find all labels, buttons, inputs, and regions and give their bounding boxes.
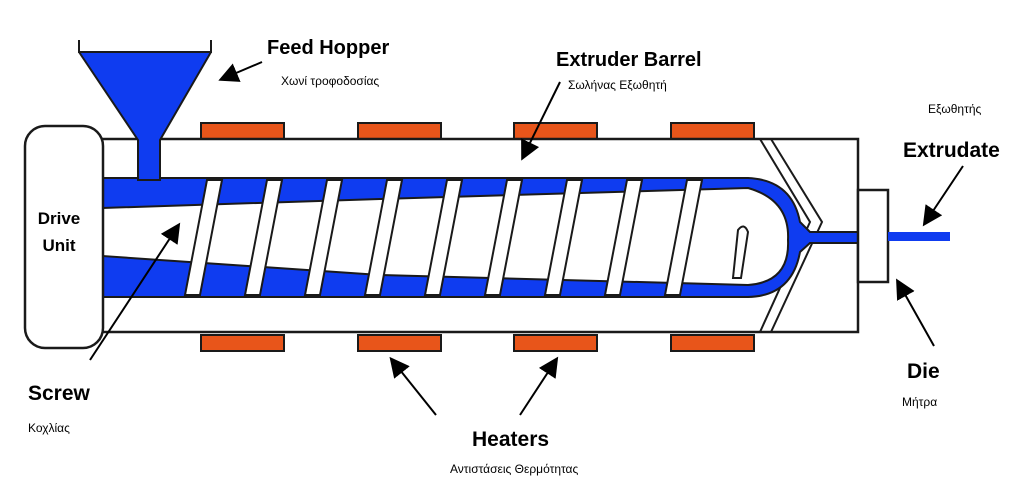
arrow-extruder-barrel — [521, 81, 561, 161]
die-block — [856, 188, 890, 284]
label-die-gr: Μήτρα — [902, 395, 937, 409]
drive-unit-label-1: Drive — [38, 209, 81, 228]
heater-top-4 — [670, 122, 755, 140]
heater-bottom-1 — [200, 334, 285, 352]
heater-bottom-2 — [357, 334, 442, 352]
label-extrudate-gr: Εξωθητής — [928, 102, 982, 116]
label-screw: Screw — [28, 382, 91, 405]
heater-top-3 — [513, 122, 598, 140]
label-die: Die — [907, 360, 940, 383]
label-extruder-barrel-gr: Σωλήνας Εξωθητή — [568, 78, 667, 92]
arrow-die — [896, 278, 935, 347]
arrow-heaters-2 — [519, 356, 559, 416]
label-extrudate: Extrudate — [903, 139, 1000, 162]
heater-top-2 — [357, 122, 442, 140]
heater-bottom-4 — [670, 334, 755, 352]
arrow-heaters-1 — [389, 356, 437, 416]
label-extruder-barrel: Extruder Barrel — [556, 49, 702, 71]
arrow-extrudate — [922, 165, 964, 227]
drive-unit-label-2: Unit — [42, 236, 75, 255]
extrudate-strand — [888, 232, 950, 241]
label-feed-hopper-gr: Χωνί τροφοδοσίας — [281, 74, 379, 88]
heater-bottom-3 — [513, 334, 598, 352]
screw-flights — [183, 179, 750, 296]
label-feed-hopper: Feed Hopper — [267, 37, 389, 59]
label-heaters-gr: Αντιστάσεις Θερμότητας — [450, 462, 578, 476]
feed-hopper — [78, 40, 212, 181]
arrow-screw — [89, 222, 181, 361]
hopper-rim — [78, 40, 212, 52]
barrel-cone-lines — [759, 138, 824, 333]
label-screw-gr: Κοχλίας — [28, 421, 70, 435]
drive-unit — [23, 124, 105, 350]
arrow-feed-hopper — [218, 61, 263, 82]
label-heaters: Heaters — [472, 428, 549, 451]
heater-top-1 — [200, 122, 285, 140]
